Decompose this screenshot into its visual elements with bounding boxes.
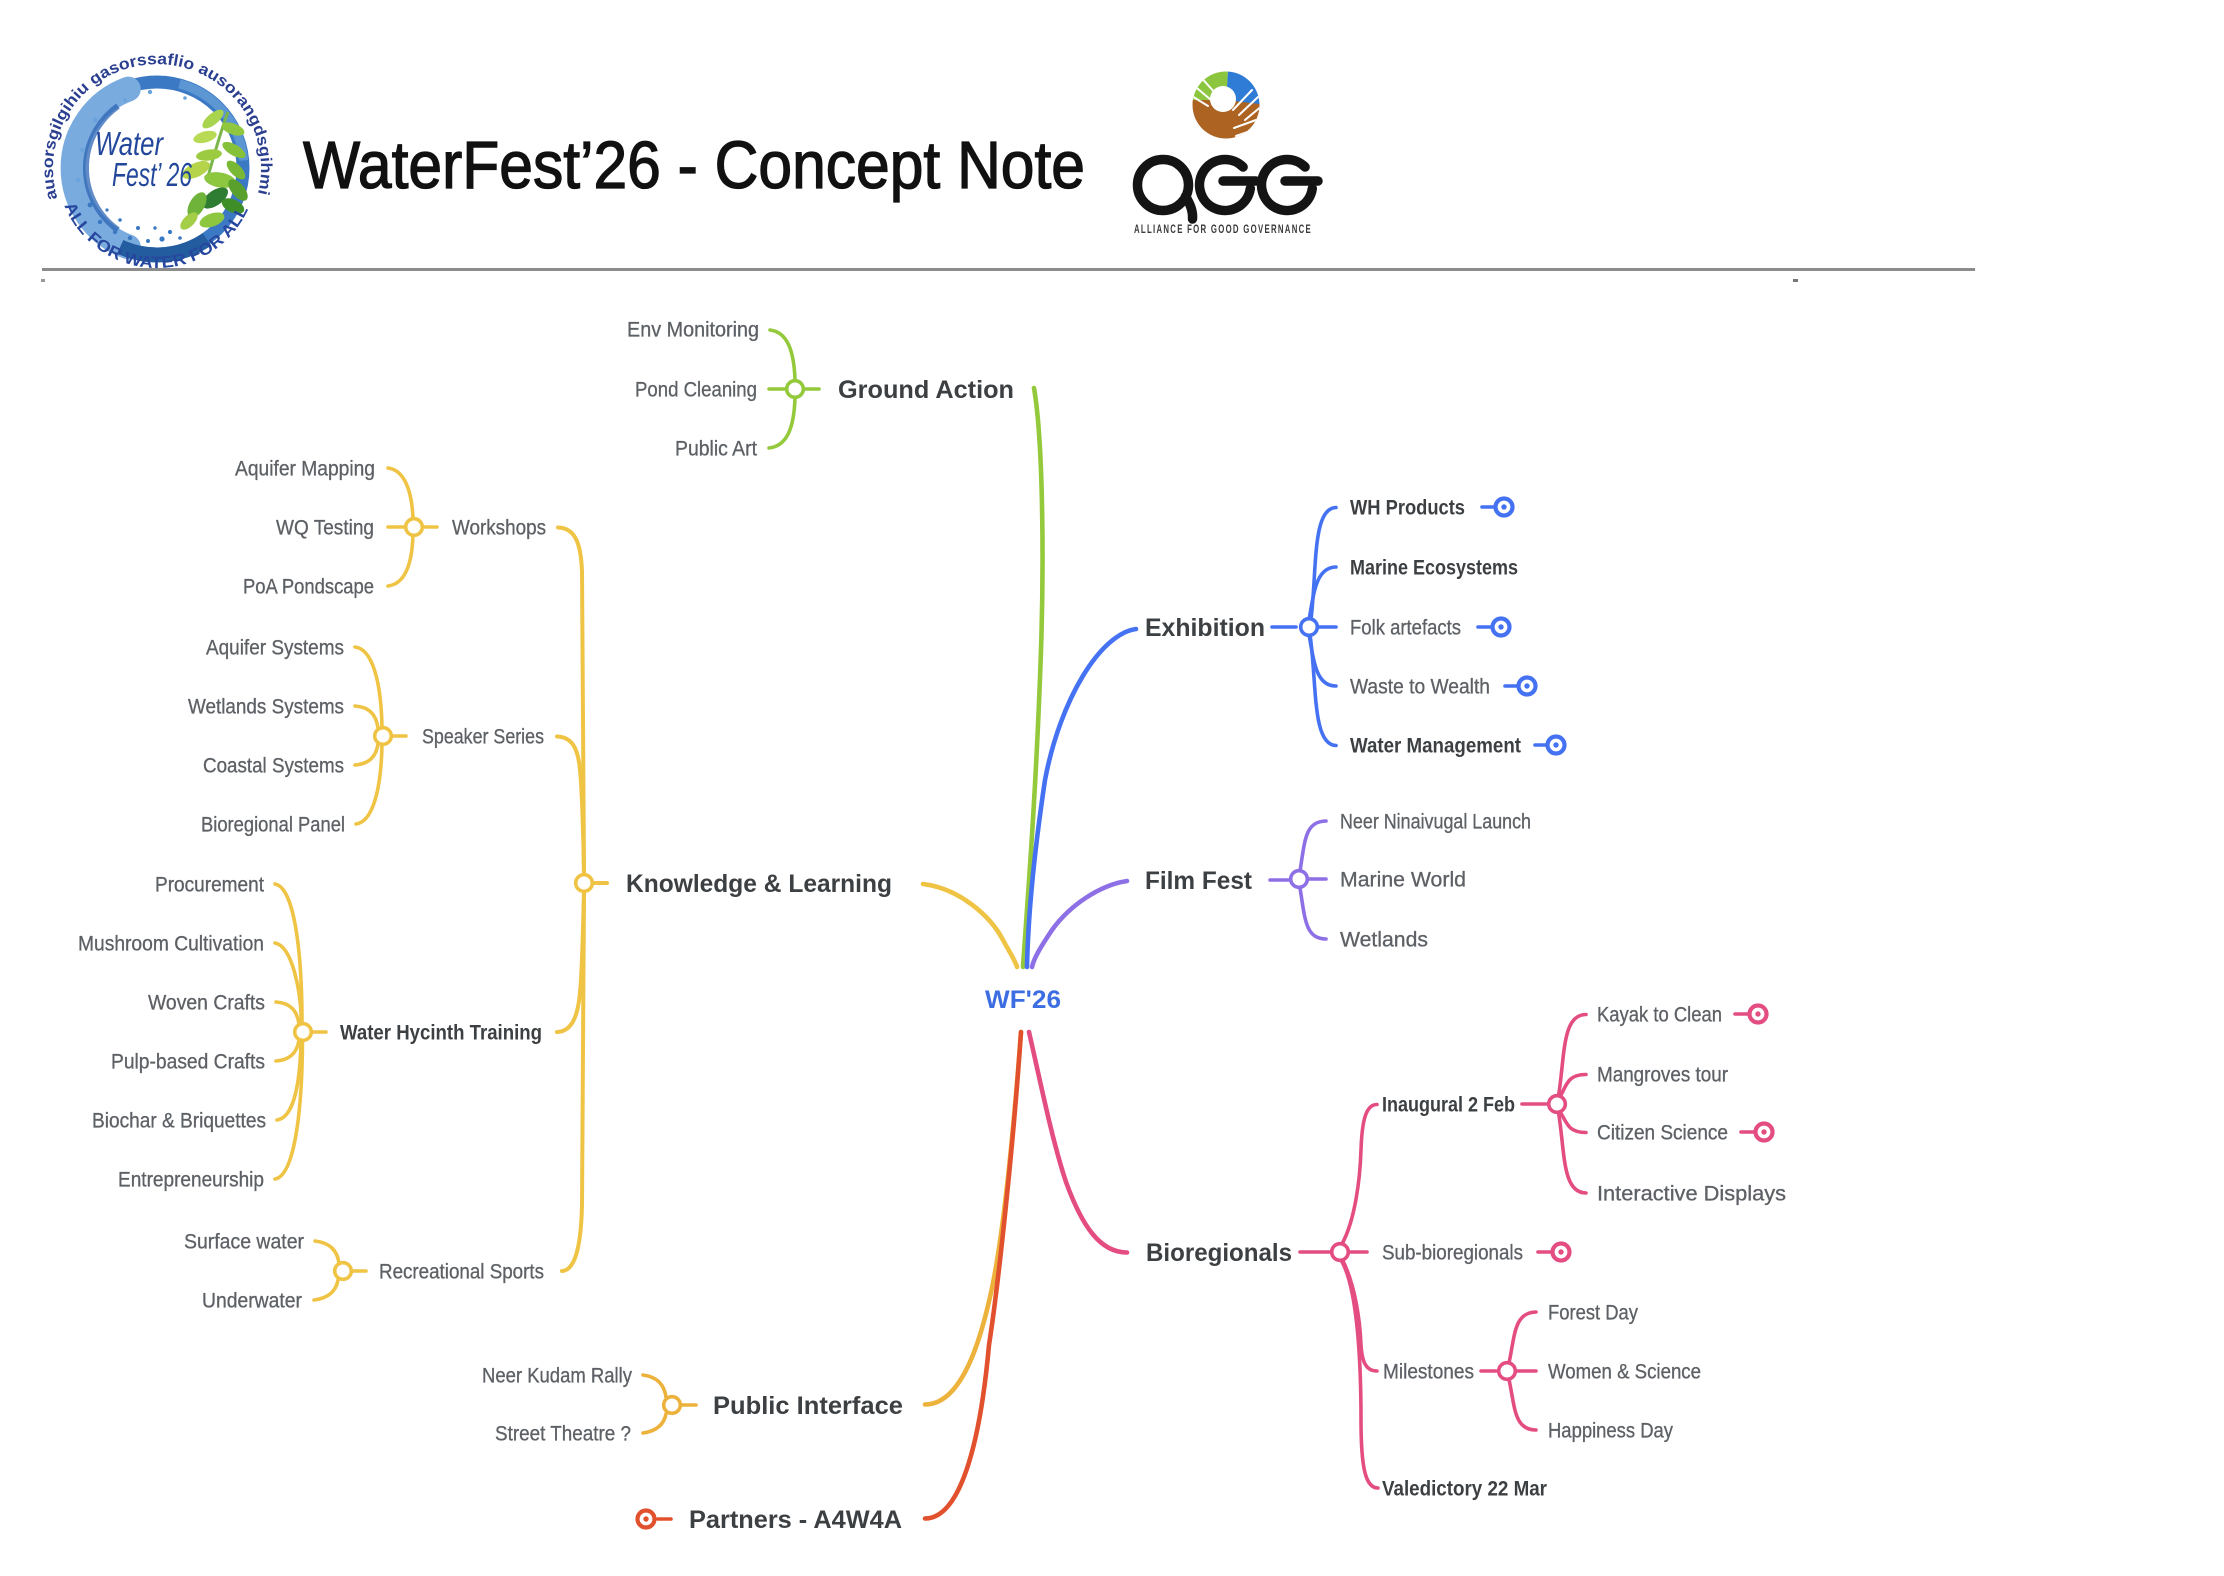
svg-text:Coastal Systems: Coastal Systems [203,755,344,778]
svg-text:Fest’ 26: Fest’ 26 [112,156,192,193]
svg-text:Neer Kudam Rally: Neer Kudam Rally [482,1365,632,1388]
svg-text:Sub-bioregionals: Sub-bioregionals [1382,1242,1523,1265]
svg-text:Marine Ecosystems: Marine Ecosystems [1350,557,1518,580]
svg-text:Kayak to Clean: Kayak to Clean [1597,1004,1722,1027]
svg-text:Bioregional Panel: Bioregional Panel [201,814,345,837]
svg-text:WF'26: WF'26 [985,986,1061,1014]
svg-text:Women & Science: Women & Science [1548,1361,1701,1384]
svg-text:Surface water: Surface water [184,1231,304,1254]
svg-text:Woven Crafts: Woven Crafts [148,992,265,1015]
svg-text:Bioregionals: Bioregionals [1146,1239,1292,1267]
svg-text:Citizen Science: Citizen Science [1597,1122,1728,1145]
svg-text:Valedictory 22 Mar: Valedictory 22 Mar [1382,1478,1547,1501]
svg-text:Partners - A4W4A: Partners - A4W4A [689,1506,902,1534]
svg-text:Folk artefacts: Folk artefacts [1350,617,1461,640]
svg-text:Procurement: Procurement [155,874,264,897]
svg-text:Knowledge & Learning: Knowledge & Learning [626,870,892,898]
svg-text:Workshops: Workshops [452,517,546,540]
svg-text:Street Theatre ?: Street Theatre ? [495,1423,631,1446]
svg-text:Biochar & Briquettes: Biochar & Briquettes [92,1110,266,1133]
svg-text:PoA Pondscape: PoA Pondscape [243,576,374,599]
svg-text:Exhibition: Exhibition [1145,614,1265,642]
svg-text:Milestones: Milestones [1383,1361,1474,1384]
svg-text:Interactive Displays: Interactive Displays [1597,1183,1786,1206]
svg-text:Waste to Wealth: Waste to Wealth [1350,676,1490,699]
svg-text:Neer Ninaivugal Launch: Neer Ninaivugal Launch [1340,811,1531,834]
svg-text:ALLIANCE FOR GOOD GOVERNANCE: ALLIANCE FOR GOOD GOVERNANCE [1134,222,1312,236]
svg-text:Ground Action: Ground Action [838,376,1014,404]
svg-text:Film Fest: Film Fest [1145,867,1253,895]
svg-text:Water: Water [95,125,165,162]
svg-text:Mushroom Cultivation: Mushroom Cultivation [78,933,264,956]
svg-text:Underwater: Underwater [202,1290,302,1313]
svg-text:Recreational Sports: Recreational Sports [379,1261,544,1284]
svg-text:WaterFest’26 - Concept Note: WaterFest’26 - Concept Note [303,128,1085,203]
svg-text:Aquifer Systems: Aquifer Systems [206,637,344,660]
svg-text:Wetlands Systems: Wetlands Systems [188,696,344,719]
svg-text:Aquifer Mapping: Aquifer Mapping [235,458,375,481]
svg-text:Pulp-based Crafts: Pulp-based Crafts [111,1051,265,1074]
svg-text:Forest Day: Forest Day [1548,1302,1638,1325]
svg-text:Pond Cleaning: Pond Cleaning [635,379,757,402]
svg-text:Public Art: Public Art [675,438,757,461]
svg-text:Water Hycinth Training: Water Hycinth Training [340,1022,542,1045]
svg-text:Entrepreneurship: Entrepreneurship [118,1169,264,1192]
svg-text:Wetlands: Wetlands [1340,929,1428,952]
svg-text:Marine World: Marine World [1340,869,1466,892]
svg-text:Public Interface: Public Interface [713,1392,903,1420]
svg-text:Speaker Series: Speaker Series [422,726,544,749]
svg-text:Mangroves tour: Mangroves tour [1597,1064,1728,1087]
svg-text:WQ Testing: WQ Testing [276,517,374,540]
svg-text:Happiness Day: Happiness Day [1548,1420,1673,1443]
svg-text:Inaugural 2 Feb: Inaugural 2 Feb [1382,1094,1515,1117]
svg-text:WH Products: WH Products [1350,497,1465,520]
svg-text:Env Monitoring: Env Monitoring [627,319,759,342]
svg-text:Water Management: Water Management [1350,735,1521,758]
